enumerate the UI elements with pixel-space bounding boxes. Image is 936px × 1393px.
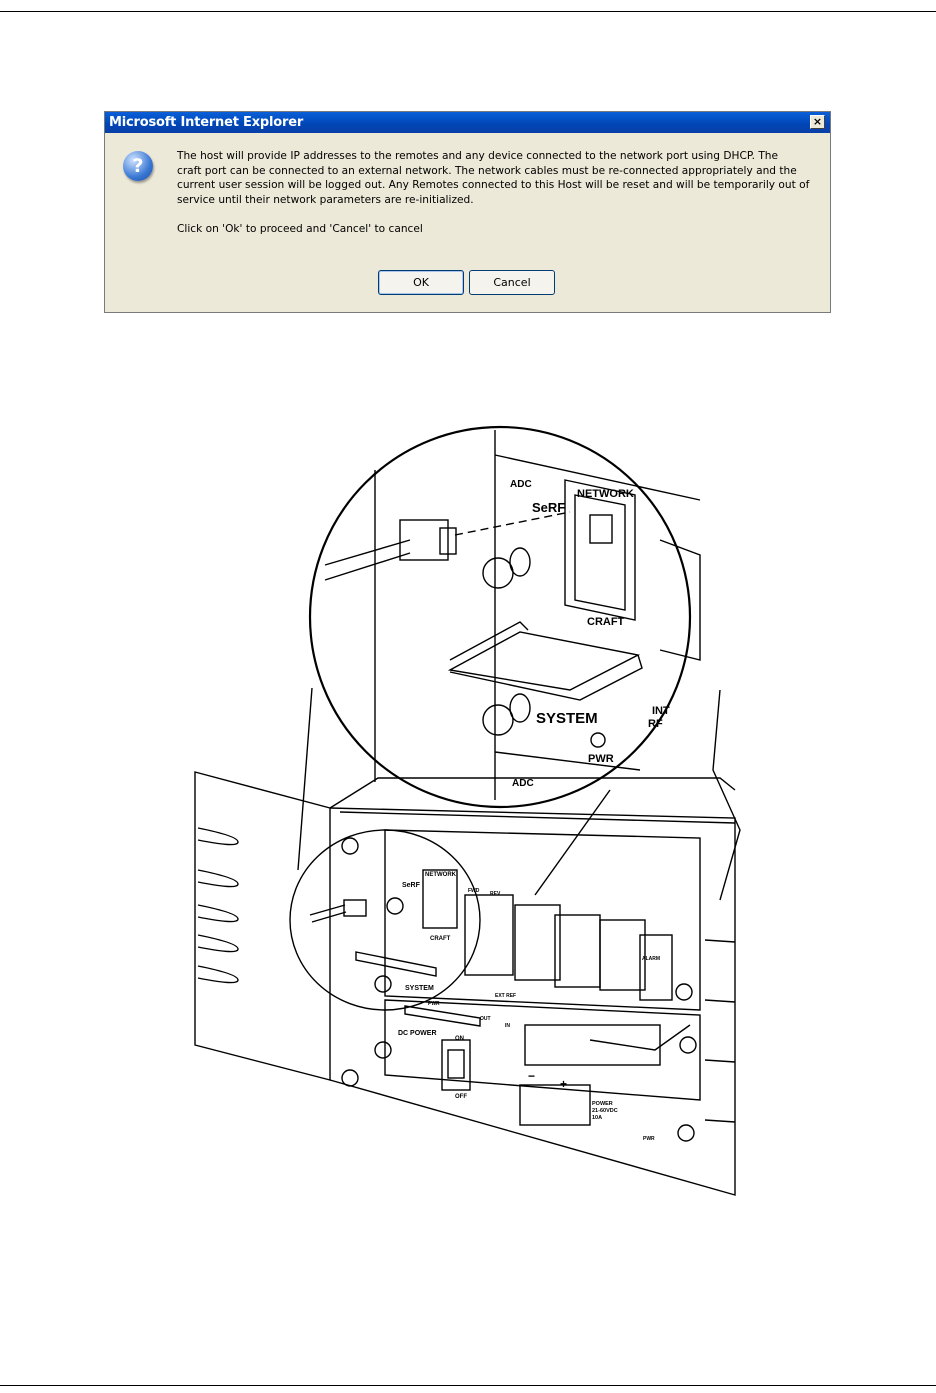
plus-label: +: [560, 1077, 567, 1091]
ext-ref-label: EXT REF: [495, 993, 516, 999]
dialog-message: The host will provide IP addresses to th…: [177, 150, 810, 206]
system-label: SYSTEM: [405, 985, 434, 992]
dialog-title: Microsoft Internet Explorer: [109, 115, 304, 130]
current-label: 10A: [592, 1115, 602, 1121]
detail-brand-label: ADC: [510, 479, 532, 490]
detail-magnifier: [308, 425, 692, 809]
power-rating-label: POWER: [592, 1101, 613, 1107]
mounting-bracket: [194, 771, 331, 1081]
detail-system-label: SYSTEM: [536, 710, 598, 727]
pwr-label-2: PWR: [643, 1136, 655, 1142]
voltage-label: 21-60VDC: [592, 1108, 618, 1114]
detail-serf-label: SeRF: [532, 500, 565, 515]
pwr-label: PWR: [428, 1001, 440, 1007]
close-button[interactable]: ×: [810, 115, 825, 129]
on-label: ON: [455, 1036, 464, 1042]
thumbscrew-group: [341, 837, 697, 1142]
off-label: OFF: [455, 1094, 467, 1100]
callout-line-right: [712, 689, 741, 901]
in-label: IN: [505, 1023, 510, 1029]
question-icon: ?: [123, 151, 153, 181]
dialog-prompt: Click on 'Ok' to proceed and 'Cancel' to…: [177, 223, 423, 235]
fwd-label: FWD: [468, 888, 480, 894]
detail-pwr-label: PWR: [588, 753, 614, 765]
network-label: NETWORK: [425, 872, 457, 878]
detail-network-label: NETWORK: [577, 488, 634, 500]
dc-power-label: DC POWER: [398, 1030, 437, 1037]
ie-confirm-dialog: Microsoft Internet Explorer × ? The host…: [104, 111, 831, 313]
craft-label: CRAFT: [430, 936, 451, 942]
minus-label: −: [528, 1069, 535, 1083]
serf-module: [384, 829, 701, 1011]
out-label: OUT: [480, 1016, 491, 1022]
ok-button[interactable]: OK: [378, 270, 464, 295]
callout-line-left: [297, 687, 313, 871]
detail-craft-label: CRAFT: [587, 616, 625, 628]
power-module: [384, 999, 701, 1101]
bracket-slots: [197, 827, 239, 984]
chassis-front: [329, 807, 736, 1196]
serf-label: SeRF: [402, 882, 421, 889]
alarm-label: ALARM: [642, 956, 660, 962]
dialog-title-bar[interactable]: Microsoft Internet Explorer ×: [105, 112, 830, 133]
zoom-area-circle: [289, 829, 481, 1011]
detail-rf-label: RF: [648, 718, 663, 730]
footer-rule: [0, 1385, 936, 1386]
detail-brand-label-2: ADC: [512, 778, 534, 789]
chassis-top: [329, 777, 736, 809]
rev-label: REV: [490, 891, 501, 897]
cancel-button[interactable]: Cancel: [469, 270, 555, 295]
header-rule: [0, 11, 936, 12]
detail-int-label: INT: [652, 705, 670, 717]
